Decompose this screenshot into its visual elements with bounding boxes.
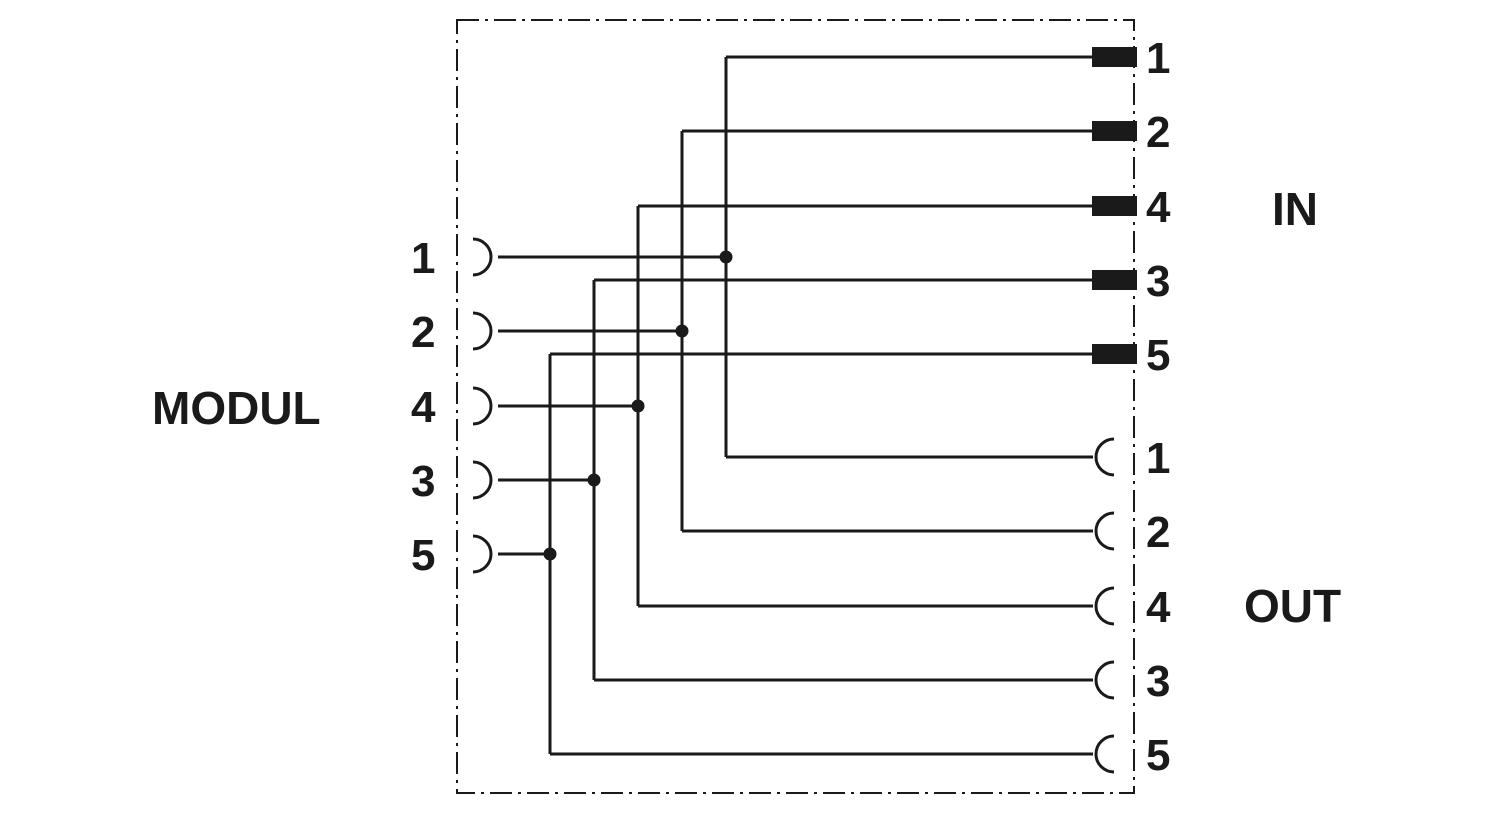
out-socket-3 <box>1094 660 1115 700</box>
in-plug-pins <box>1092 47 1137 364</box>
junction-dot <box>719 250 733 264</box>
modul-pin-label: 5 <box>411 531 435 580</box>
wire-signal-5 <box>498 352 1093 756</box>
in-plug-pin-5 <box>1092 344 1137 364</box>
modul-sockets <box>472 237 493 574</box>
modul-socket-4 <box>472 386 493 426</box>
modul-socket-2 <box>472 311 493 351</box>
out-pin-label: 4 <box>1146 583 1171 632</box>
modul-label: MODUL <box>152 382 321 434</box>
wire-signal-1 <box>498 55 1093 459</box>
wire-signal-2 <box>498 129 1093 533</box>
junction-dot <box>631 399 645 413</box>
modul-pin-label: 4 <box>411 383 436 432</box>
in-pin-label: 2 <box>1146 108 1170 157</box>
modul-pin-label: 1 <box>411 234 435 283</box>
modul-pin-label: 2 <box>411 308 435 357</box>
junction-dot <box>675 324 689 338</box>
in-pin-label: 1 <box>1146 34 1170 83</box>
out-pin-labels: 1 2 4 3 5 <box>1146 434 1171 780</box>
wire-signal-3 <box>498 278 1093 682</box>
in-pin-label: 4 <box>1146 183 1171 232</box>
out-pin-label: 5 <box>1146 731 1170 780</box>
in-plug-pin-3 <box>1092 270 1137 290</box>
out-pin-label: 3 <box>1146 657 1170 706</box>
modul-socket-5 <box>472 534 493 574</box>
in-plug-pin-2 <box>1092 121 1137 141</box>
out-sockets <box>1094 437 1115 774</box>
out-pin-label: 1 <box>1146 434 1170 483</box>
in-pin-label: 5 <box>1146 331 1170 380</box>
junction-dot <box>543 547 557 561</box>
out-pin-label: 2 <box>1146 508 1170 557</box>
out-socket-2 <box>1094 511 1115 551</box>
housing-frame <box>456 19 1135 794</box>
out-socket-5 <box>1094 734 1115 774</box>
out-label: OUT <box>1244 580 1341 632</box>
modul-socket-1 <box>472 237 493 277</box>
modul-pin-label: 3 <box>411 457 435 506</box>
in-plug-pin-1 <box>1092 47 1137 67</box>
modul-socket-3 <box>472 460 493 500</box>
in-plug-pin-4 <box>1092 196 1137 216</box>
out-socket-1 <box>1094 437 1115 477</box>
in-label: IN <box>1272 183 1318 235</box>
in-pin-label: 3 <box>1146 257 1170 306</box>
modul-pin-labels: 1 2 4 3 5 <box>411 234 436 580</box>
out-socket-4 <box>1094 586 1115 626</box>
in-pin-labels: 1 2 4 3 5 <box>1146 34 1171 380</box>
junction-dot <box>587 473 601 487</box>
wire-signal-4 <box>498 204 1093 608</box>
